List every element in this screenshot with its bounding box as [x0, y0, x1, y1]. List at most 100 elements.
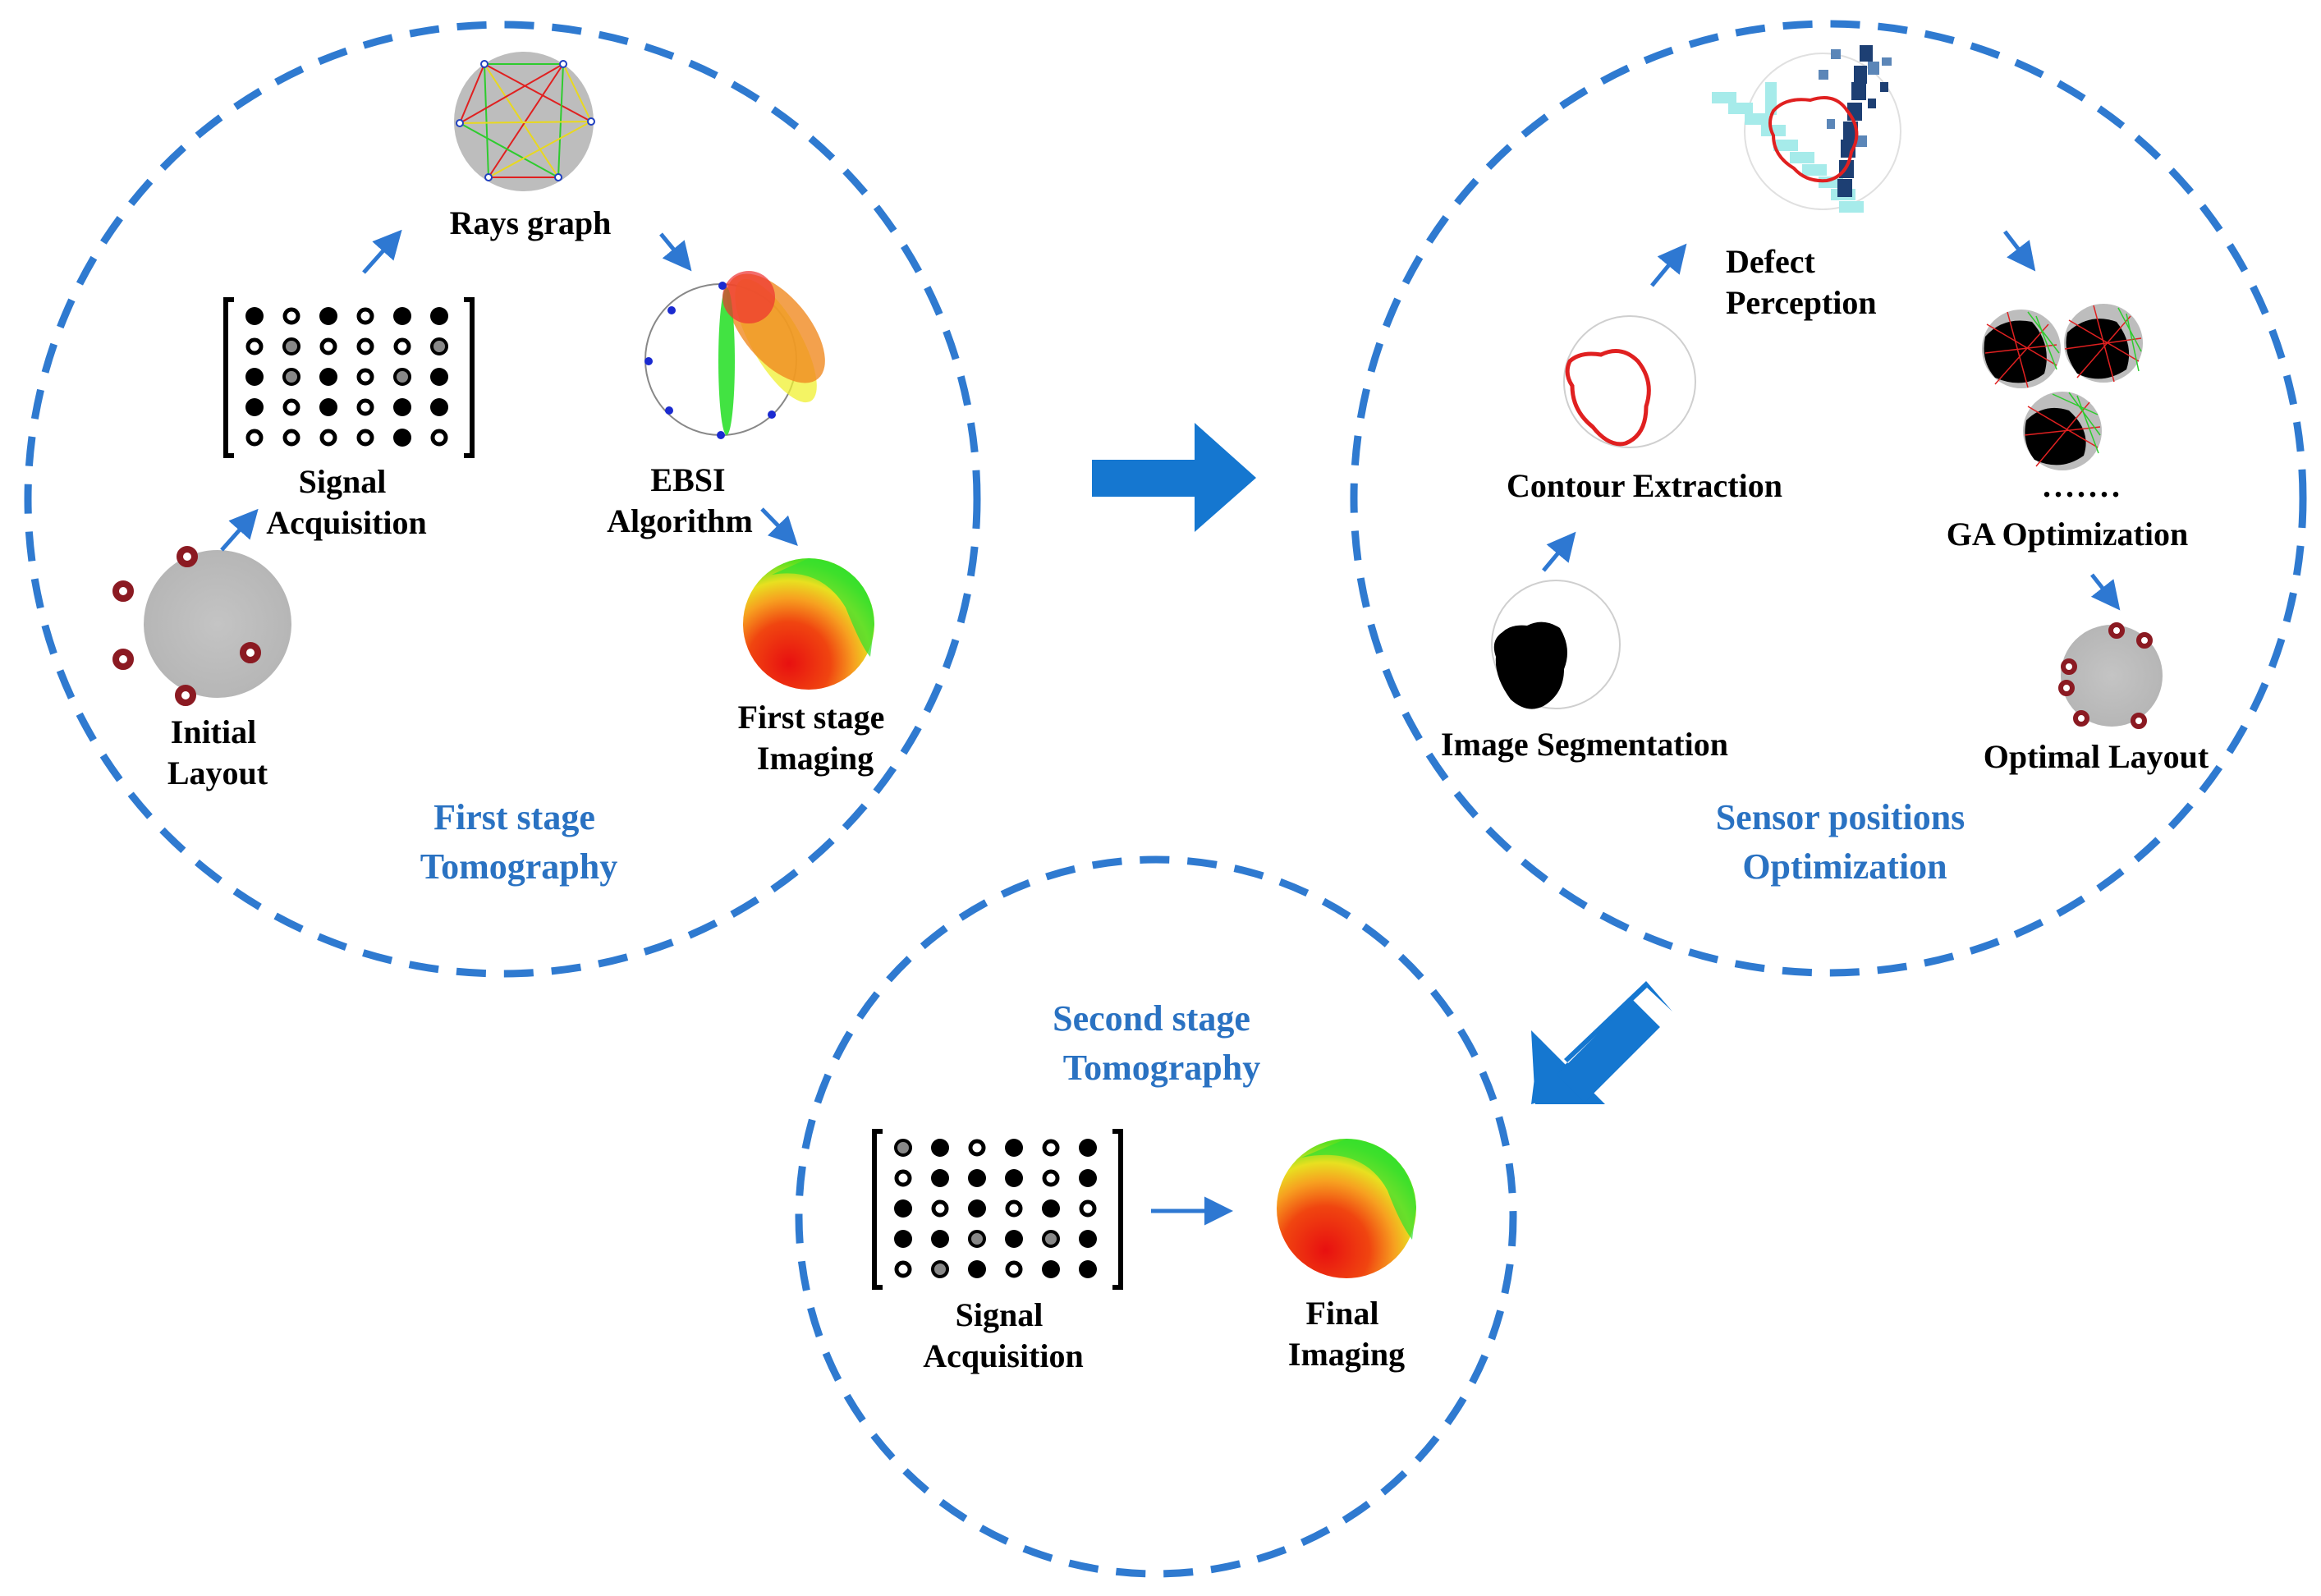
matrix-dot — [1042, 1230, 1060, 1248]
matrix-dot — [430, 398, 448, 416]
ellipsis-dots: ....... — [2043, 467, 2123, 504]
ga-candidate-layouts-icon — [1982, 304, 2143, 470]
signal-acquisition-label: Signal Acquisition — [266, 463, 427, 541]
signal-matrix-icon — [223, 297, 475, 458]
matrix-dot — [319, 398, 337, 416]
matrix-right-bracket — [1112, 1129, 1123, 1290]
matrix-dot — [1005, 1199, 1023, 1218]
matrix-dot — [282, 429, 300, 447]
matrix-dot — [931, 1139, 949, 1157]
final-heatmap-icon — [1277, 1139, 1416, 1278]
matrix-dot — [1079, 1230, 1097, 1248]
matrix-dot — [1005, 1139, 1023, 1157]
matrix-dot — [245, 337, 264, 355]
matrix-dot — [931, 1230, 949, 1248]
matrix-dot — [393, 337, 411, 355]
optimal-layout-disc-icon — [2058, 622, 2163, 729]
ebsi-ellipses-icon — [644, 271, 825, 439]
matrix-dot — [282, 368, 300, 386]
tomography-heatmap-icon — [743, 558, 874, 690]
matrix-dot — [430, 307, 448, 325]
stage1-title: First stage Tomography — [420, 797, 617, 887]
matrix-dot — [245, 368, 264, 386]
matrix-dot — [393, 429, 411, 447]
matrix-dot — [1042, 1169, 1060, 1187]
matrix-dot — [1042, 1199, 1060, 1218]
arrow-signal-to-rays — [362, 229, 402, 274]
matrix-dot — [931, 1260, 949, 1278]
rays-graph-icon — [454, 52, 595, 191]
matrix-dot — [894, 1199, 912, 1218]
signal-matrix-icon — [872, 1129, 1123, 1290]
matrix-dot — [356, 429, 374, 447]
matrix-dot — [1079, 1169, 1097, 1187]
matrix-dot — [968, 1169, 986, 1187]
matrix-dot — [430, 337, 448, 355]
matrix-dot — [1079, 1139, 1097, 1157]
matrix-dot — [1079, 1260, 1097, 1278]
arrow-ebsi-to-imaging — [760, 507, 798, 547]
matrix-dot — [282, 337, 300, 355]
matrix-dot — [430, 429, 448, 447]
matrix-dot — [319, 368, 337, 386]
matrix-dot — [968, 1260, 986, 1278]
matrix-dot — [319, 307, 337, 325]
arrow-layout-to-signal — [220, 508, 259, 552]
matrix-dot — [319, 429, 337, 447]
stage2-title: Sensor positions Optimization — [1716, 797, 1975, 887]
matrix-dot — [393, 398, 411, 416]
matrix-right-bracket — [464, 297, 475, 458]
stage3-boundary — [795, 855, 1517, 1578]
matrix-dot — [245, 307, 264, 325]
matrix-dot — [894, 1139, 912, 1157]
matrix-dot — [894, 1260, 912, 1278]
big-arrow-down-left-shaft — [1557, 999, 1660, 1103]
matrix-dot — [894, 1230, 912, 1248]
matrix-dot — [319, 337, 337, 355]
matrix-dot — [356, 398, 374, 416]
stage2-boundary — [1350, 20, 2307, 977]
matrix-left-bracket — [872, 1129, 883, 1290]
matrix-dot — [245, 398, 264, 416]
arrow-seg-to-contour — [1542, 531, 1576, 572]
matrix-dot — [1005, 1169, 1023, 1187]
stage3-title: Second stage Tomography — [1053, 998, 1260, 1088]
arrow-rays-to-ebsi — [659, 232, 692, 272]
image-segmentation-label: Image Segmentation — [1441, 726, 1728, 763]
matrix-left-bracket — [223, 297, 234, 458]
matrix-dot — [393, 307, 411, 325]
defect-perception-pixels-icon — [1712, 45, 1901, 213]
final-imaging-label: Final Imaging — [1288, 1295, 1405, 1373]
sensor-layout-disc-icon — [112, 546, 291, 706]
contour-icon — [1563, 315, 1696, 448]
rays-graph-label: Rays graph — [450, 204, 612, 241]
signal-acquisition-label-2: Signal Acquisition — [923, 1296, 1084, 1374]
matrix-dot — [282, 398, 300, 416]
optimal-layout-label: Optimal Layout — [1984, 738, 2209, 775]
defect-perception-label: Defect Perception — [1726, 243, 1877, 321]
matrix-dot — [968, 1230, 986, 1248]
ga-optimization-label: GA Optimization — [1947, 516, 2188, 553]
matrix-dot — [931, 1169, 949, 1187]
matrix-dot — [1042, 1139, 1060, 1157]
initial-layout-label: Initial Layout — [167, 713, 268, 791]
matrix-dot — [968, 1199, 986, 1218]
arrow-perception-to-ga — [2003, 230, 2036, 272]
matrix-dot — [356, 337, 374, 355]
stage1-boundary — [24, 21, 981, 978]
big-arrow-right — [1092, 423, 1256, 532]
matrix-dot — [894, 1169, 912, 1187]
arrow-contour-to-perception — [1650, 243, 1687, 287]
contour-extraction-label: Contour Extraction — [1507, 467, 1782, 504]
segmentation-mask-icon — [1491, 580, 1621, 709]
matrix-dot — [282, 307, 300, 325]
matrix-dot — [245, 429, 264, 447]
first-stage-imaging-label: First stage Imaging — [738, 699, 893, 777]
matrix-dot — [1005, 1260, 1023, 1278]
matrix-dot — [1042, 1260, 1060, 1278]
arrow-ga-to-optimal — [2090, 573, 2121, 611]
matrix-dot — [393, 368, 411, 386]
matrix-dot — [356, 368, 374, 386]
matrix-dot — [1005, 1230, 1023, 1248]
